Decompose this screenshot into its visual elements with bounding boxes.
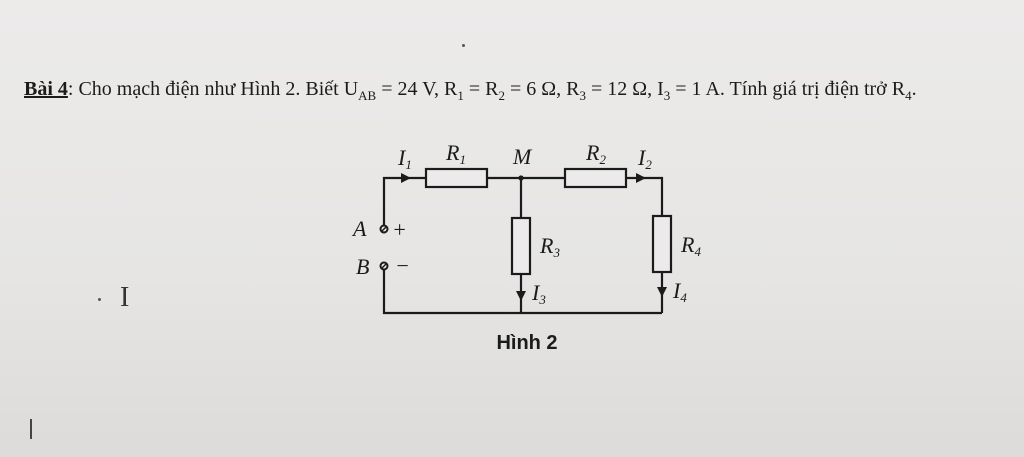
label-b-sign: − bbox=[395, 253, 410, 278]
dust-mark bbox=[98, 298, 101, 301]
resistor-r2 bbox=[563, 167, 628, 189]
label-i4: I4 bbox=[672, 278, 687, 305]
resistor-r3 bbox=[510, 216, 532, 276]
label-a-sign: + bbox=[392, 217, 407, 242]
problem-text-1: : Cho mạch điện như Hình 2. Biết U bbox=[67, 78, 359, 100]
sub-2: 2 bbox=[498, 88, 505, 103]
label-b: B bbox=[356, 254, 369, 279]
wire-top-left bbox=[382, 176, 426, 227]
sub-3b: 3 bbox=[663, 88, 671, 103]
junction-m-icon bbox=[518, 175, 524, 181]
sub-3: 3 bbox=[579, 88, 586, 103]
arrow-i1-icon bbox=[401, 173, 411, 183]
terminal-b-slash-icon bbox=[380, 262, 388, 270]
problem-statement: Bài 4: Cho mạch điện như Hình 2. Biết UA… bbox=[24, 74, 1014, 111]
wire-bottom bbox=[382, 269, 662, 315]
problem-text-4: = 6 Ω, R bbox=[504, 78, 580, 100]
arrow-i3-icon bbox=[516, 291, 526, 301]
label-i3: I3 bbox=[531, 280, 546, 307]
problem-text-6: = 1 A. Tính giá trị điện trở R bbox=[670, 78, 906, 100]
sub-4: 4 bbox=[905, 88, 912, 103]
resistor-r4 bbox=[651, 214, 673, 274]
label-m: M bbox=[512, 144, 533, 169]
label-r1: R1 bbox=[445, 140, 466, 167]
wire-top-right bbox=[626, 176, 664, 216]
label-r3: R3 bbox=[539, 233, 560, 260]
arrow-i4-icon bbox=[657, 287, 667, 297]
resistor-r1 bbox=[424, 167, 489, 189]
text-cursor-icon: I bbox=[120, 282, 130, 313]
problem-text-3: = R bbox=[463, 78, 499, 100]
problem-text-5: = 12 Ω, I bbox=[585, 78, 664, 100]
dust-mark bbox=[462, 44, 465, 47]
sub-1: 1 bbox=[457, 88, 464, 103]
figure-caption: Hình 2 bbox=[496, 332, 558, 354]
edge-mark bbox=[30, 419, 32, 439]
problem-text-7: . bbox=[911, 78, 917, 100]
label-i2: I2 bbox=[637, 145, 652, 172]
arrow-i2-icon bbox=[636, 173, 646, 183]
problem-label: Bài 4 bbox=[24, 78, 68, 100]
label-r4: R4 bbox=[680, 232, 701, 259]
terminal-a-slash-icon bbox=[380, 225, 388, 233]
label-a: A bbox=[351, 216, 367, 241]
label-r2: R2 bbox=[585, 140, 606, 167]
sub-ab: AB bbox=[358, 88, 377, 103]
problem-text-2: = 24 V, R bbox=[376, 78, 458, 100]
label-i1: I1 bbox=[397, 145, 412, 172]
